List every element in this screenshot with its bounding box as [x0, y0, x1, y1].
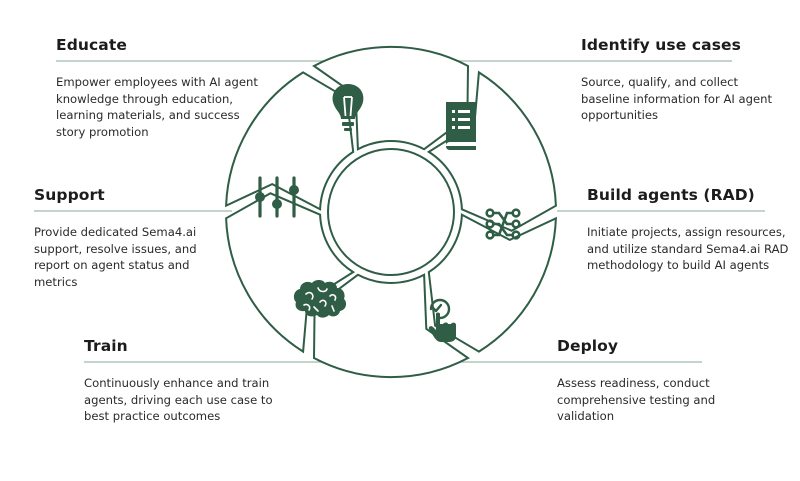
center-circle: [327, 148, 455, 276]
document-list-icon: [446, 102, 476, 150]
step-description: Source, qualify, and collect baseline in…: [581, 75, 772, 122]
step-title: Train: [84, 337, 128, 355]
step-description: Initiate projects, assign resources, and…: [587, 225, 789, 272]
step-description: Continuously enhance and train agents, d…: [84, 376, 273, 423]
ring-segments: [225, 46, 557, 378]
ring-segment-identify: [426, 70, 557, 232]
ring-segment-educate: [312, 46, 470, 151]
step-identify-use-cases: Identify use cases Source, qualify, and …: [581, 36, 781, 124]
ring-segment-train: [225, 192, 356, 354]
step-deploy: Deploy Assess readiness, conduct compreh…: [557, 337, 757, 425]
brain-icon: [293, 280, 347, 318]
ring-segment-build: [427, 213, 557, 353]
step-support: Support Provide dedicated Sema4.ai suppo…: [34, 186, 234, 290]
step-title: Build agents (RAD): [587, 186, 755, 204]
step-title: Identify use cases: [581, 36, 741, 54]
ring-segment-deploy: [312, 273, 470, 378]
step-build-agents: Build agents (RAD) Initiate projects, as…: [587, 186, 792, 274]
step-title: Support: [34, 186, 105, 204]
sliders-icon: [255, 176, 299, 218]
step-title: Deploy: [557, 337, 619, 355]
step-educate: Educate Empower employees with AI agent …: [56, 36, 266, 140]
checkmark-tap-icon: [428, 298, 456, 342]
network-nodes-icon: [485, 208, 521, 240]
step-description: Empower employees with AI agent knowledg…: [56, 75, 258, 139]
ring-segment-support: [225, 71, 355, 211]
lightbulb-icon: [332, 84, 364, 131]
step-title: Educate: [56, 36, 127, 54]
step-description: Provide dedicated Sema4.ai support, reso…: [34, 225, 197, 289]
step-train: Train Continuously enhance and train age…: [84, 337, 294, 425]
step-description: Assess readiness, conduct comprehensive …: [557, 376, 716, 423]
